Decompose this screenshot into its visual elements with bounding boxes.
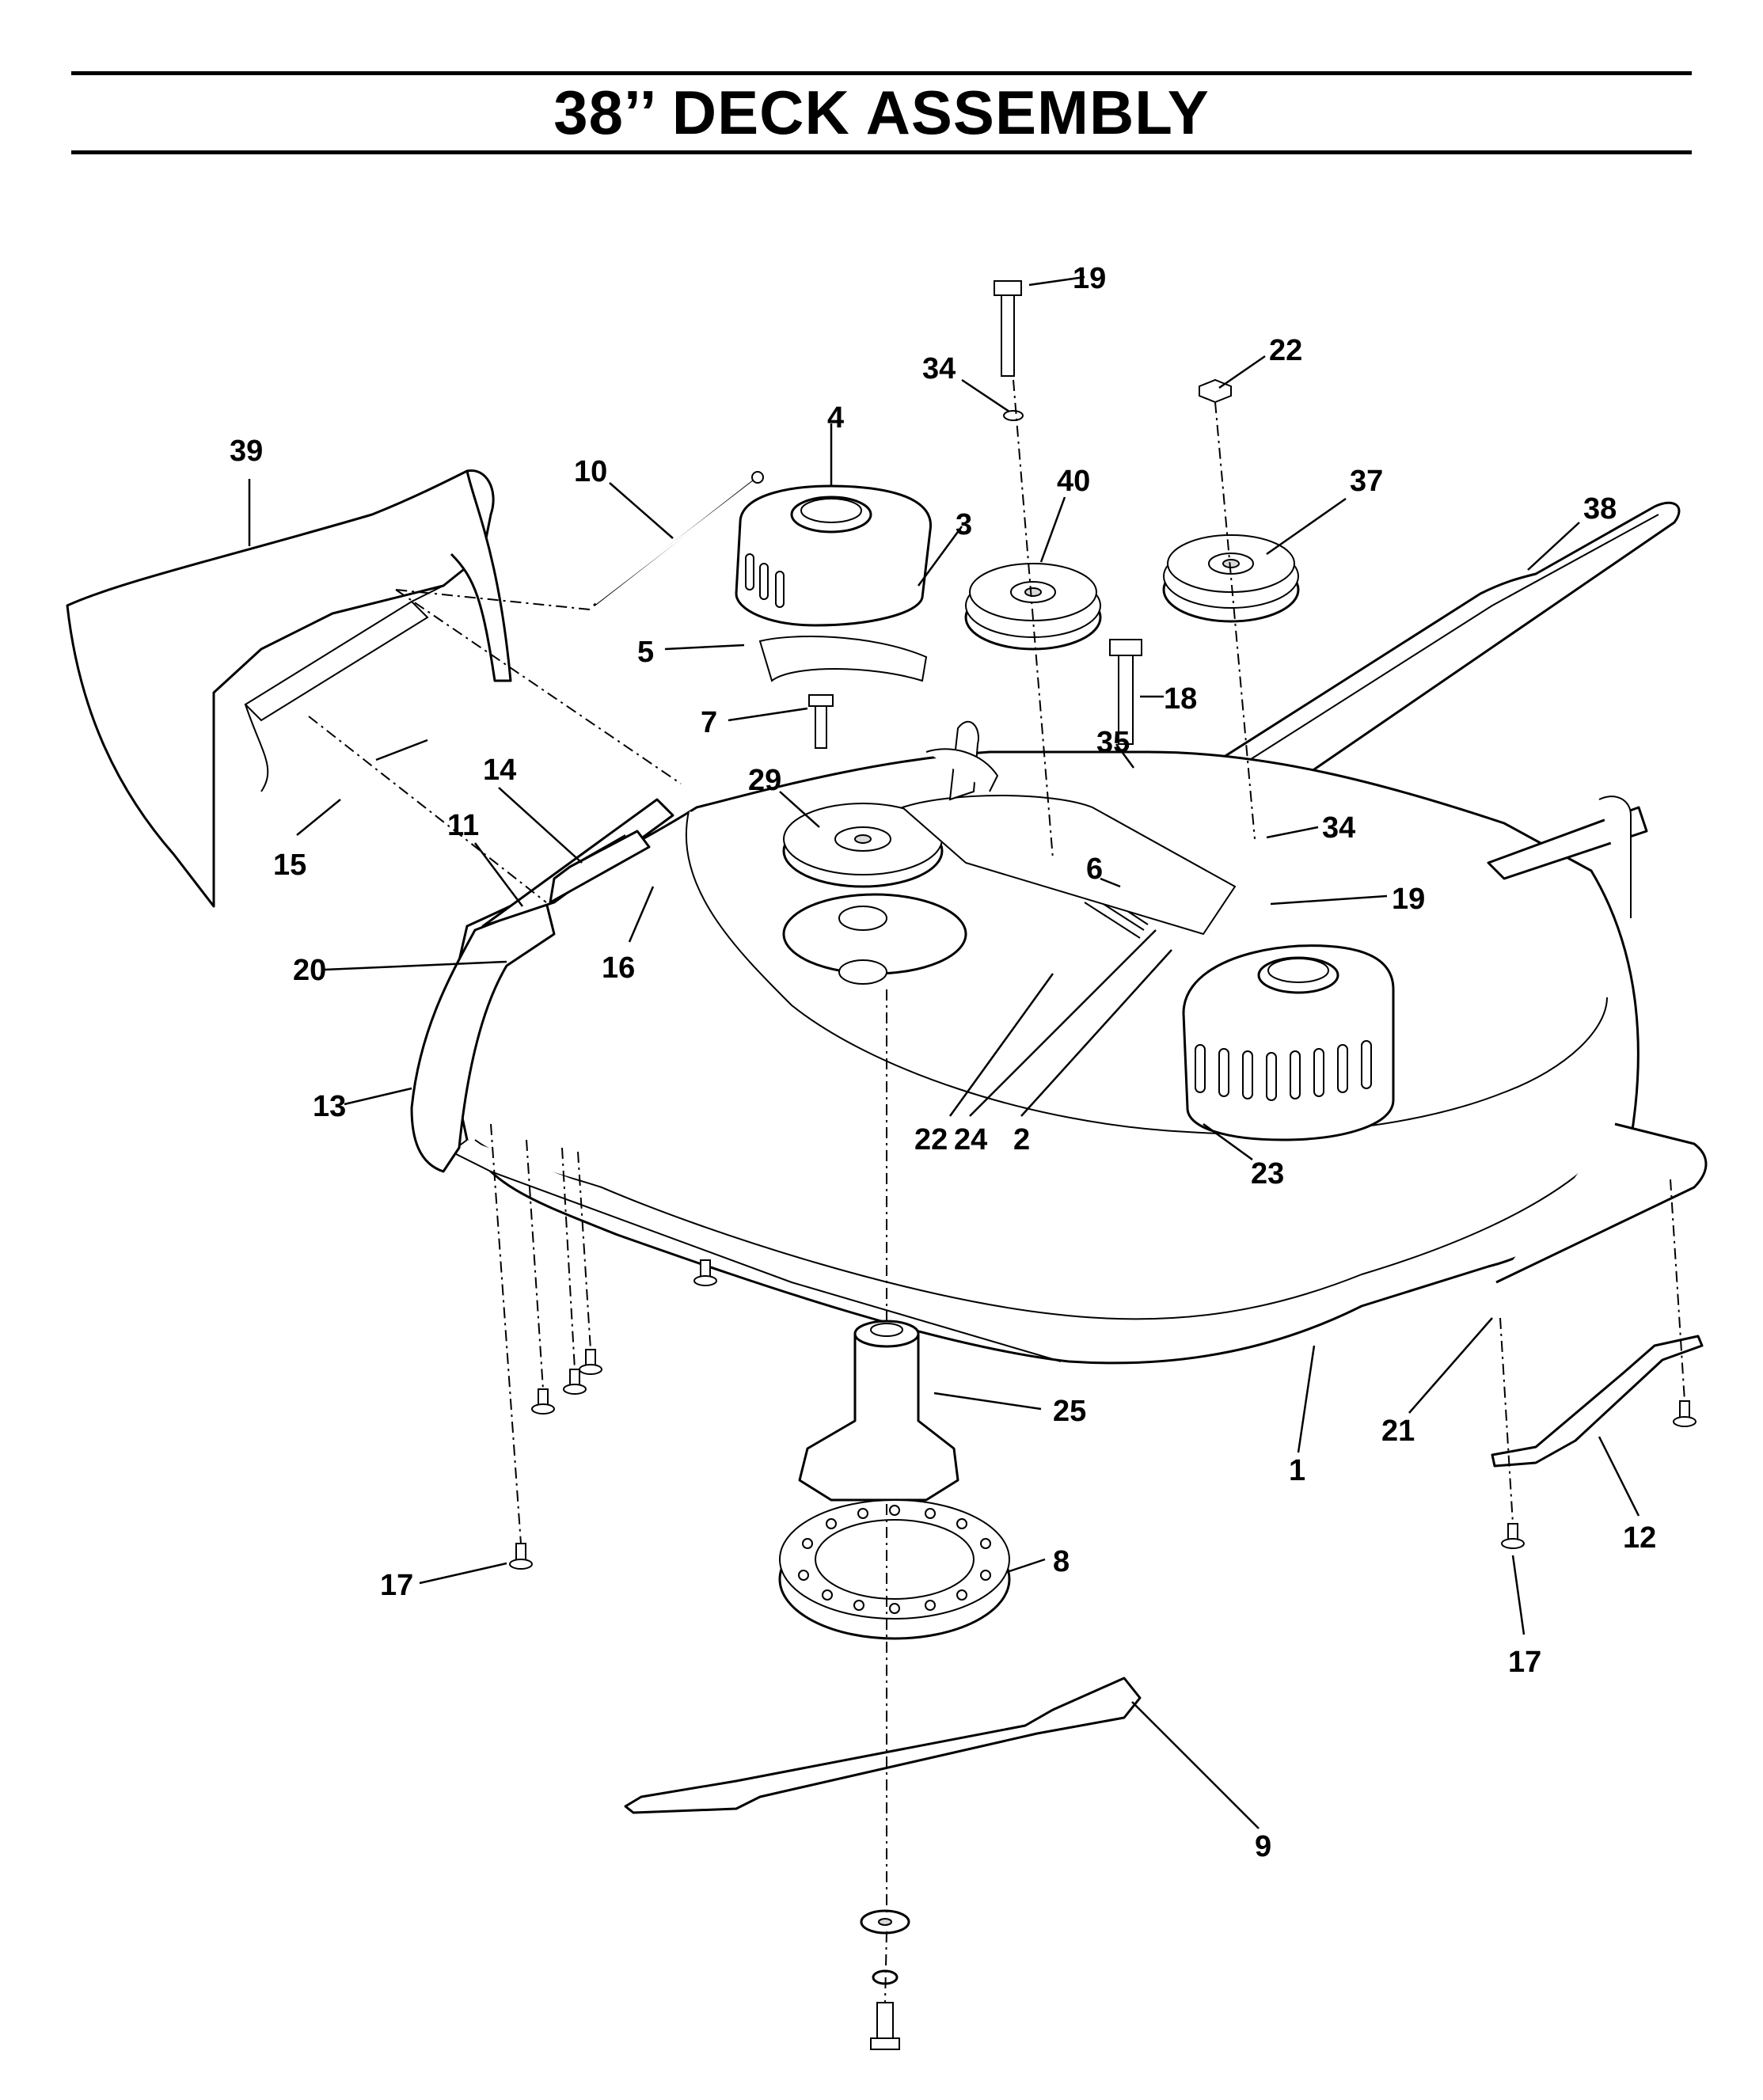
callout-20: 19 — [1073, 262, 1106, 295]
callout-40: 40 — [1057, 465, 1090, 498]
callout-19: 19 — [1392, 883, 1425, 916]
title-rule-bottom — [71, 150, 1692, 154]
callout-17-left: 17 — [380, 1569, 413, 1602]
part-bolt-18 — [1109, 639, 1142, 745]
part-lift-spring — [549, 830, 651, 904]
part-blade-adapter — [778, 1499, 1011, 1640]
callout-23: 23 — [1251, 1157, 1284, 1191]
part-cover-bolt — [808, 694, 834, 749]
callout-21-left: 20 — [293, 954, 326, 987]
callout-9: 9 — [1255, 1830, 1271, 1863]
part-long-bolt — [994, 280, 1022, 377]
callout-leaders — [248, 275, 1640, 1829]
part-hinge-rod — [593, 471, 764, 607]
part-hardware-bolts — [509, 1259, 1697, 1570]
callout-3: 3 — [956, 508, 972, 541]
callout-6: 6 — [1086, 853, 1103, 886]
callout-14: 14 — [483, 754, 516, 787]
callout-10: 10 — [574, 455, 607, 488]
part-washer-top — [1003, 410, 1024, 421]
title-rule-top — [71, 71, 1692, 75]
callout-36: 37 — [1350, 465, 1383, 498]
callout-38: 38 — [1583, 492, 1617, 526]
part-spindle-housing — [798, 1320, 959, 1502]
page-title: 38’’ DECK ASSEMBLY — [553, 78, 1210, 147]
callout-4: 4 — [827, 401, 844, 435]
callout-29: 29 — [748, 764, 781, 797]
callout-34-top: 34 — [922, 352, 956, 385]
callout-22-mid: 22 — [914, 1123, 948, 1156]
part-pulley-cover-left — [735, 484, 933, 682]
part-grass-deflector — [66, 469, 512, 908]
callout-7: 7 — [701, 706, 717, 739]
callout-2: 2 — [1013, 1123, 1030, 1156]
callout-34-right: 34 — [1322, 811, 1355, 845]
callout-8: 8 — [1053, 1545, 1070, 1578]
callout-37: 39 — [230, 435, 263, 468]
part-idler-pulley-flat — [964, 563, 1102, 651]
callout-24: 24 — [954, 1123, 987, 1156]
callout-21-right: 21 — [1381, 1415, 1415, 1448]
callout-18: 18 — [1164, 682, 1197, 716]
part-idler-pulley-v — [1162, 534, 1300, 623]
callout-22-top: 22 — [1269, 334, 1302, 367]
callout-17-right: 17 — [1508, 1646, 1541, 1679]
part-mower-deck — [410, 720, 1708, 1365]
callout-35: 35 — [1096, 726, 1130, 759]
callout-15: 15 — [273, 849, 306, 882]
callout-1: 1 — [1289, 1454, 1305, 1487]
callout-5: 5 — [637, 636, 654, 669]
callout-labels: 19 34 22 4 40 37 38 39 10 3 5 7 18 35 34… — [230, 262, 1656, 1863]
assembly-center-lines — [308, 379, 1685, 2003]
callout-11: 11 — [447, 809, 479, 842]
part-front-bracket — [1491, 1335, 1704, 1468]
callout-12: 12 — [1623, 1521, 1656, 1555]
callout-13: 13 — [313, 1090, 346, 1123]
part-mower-blade — [624, 1677, 1142, 1814]
callout-16: 16 — [602, 951, 635, 985]
callout-25: 25 — [1053, 1395, 1086, 1428]
